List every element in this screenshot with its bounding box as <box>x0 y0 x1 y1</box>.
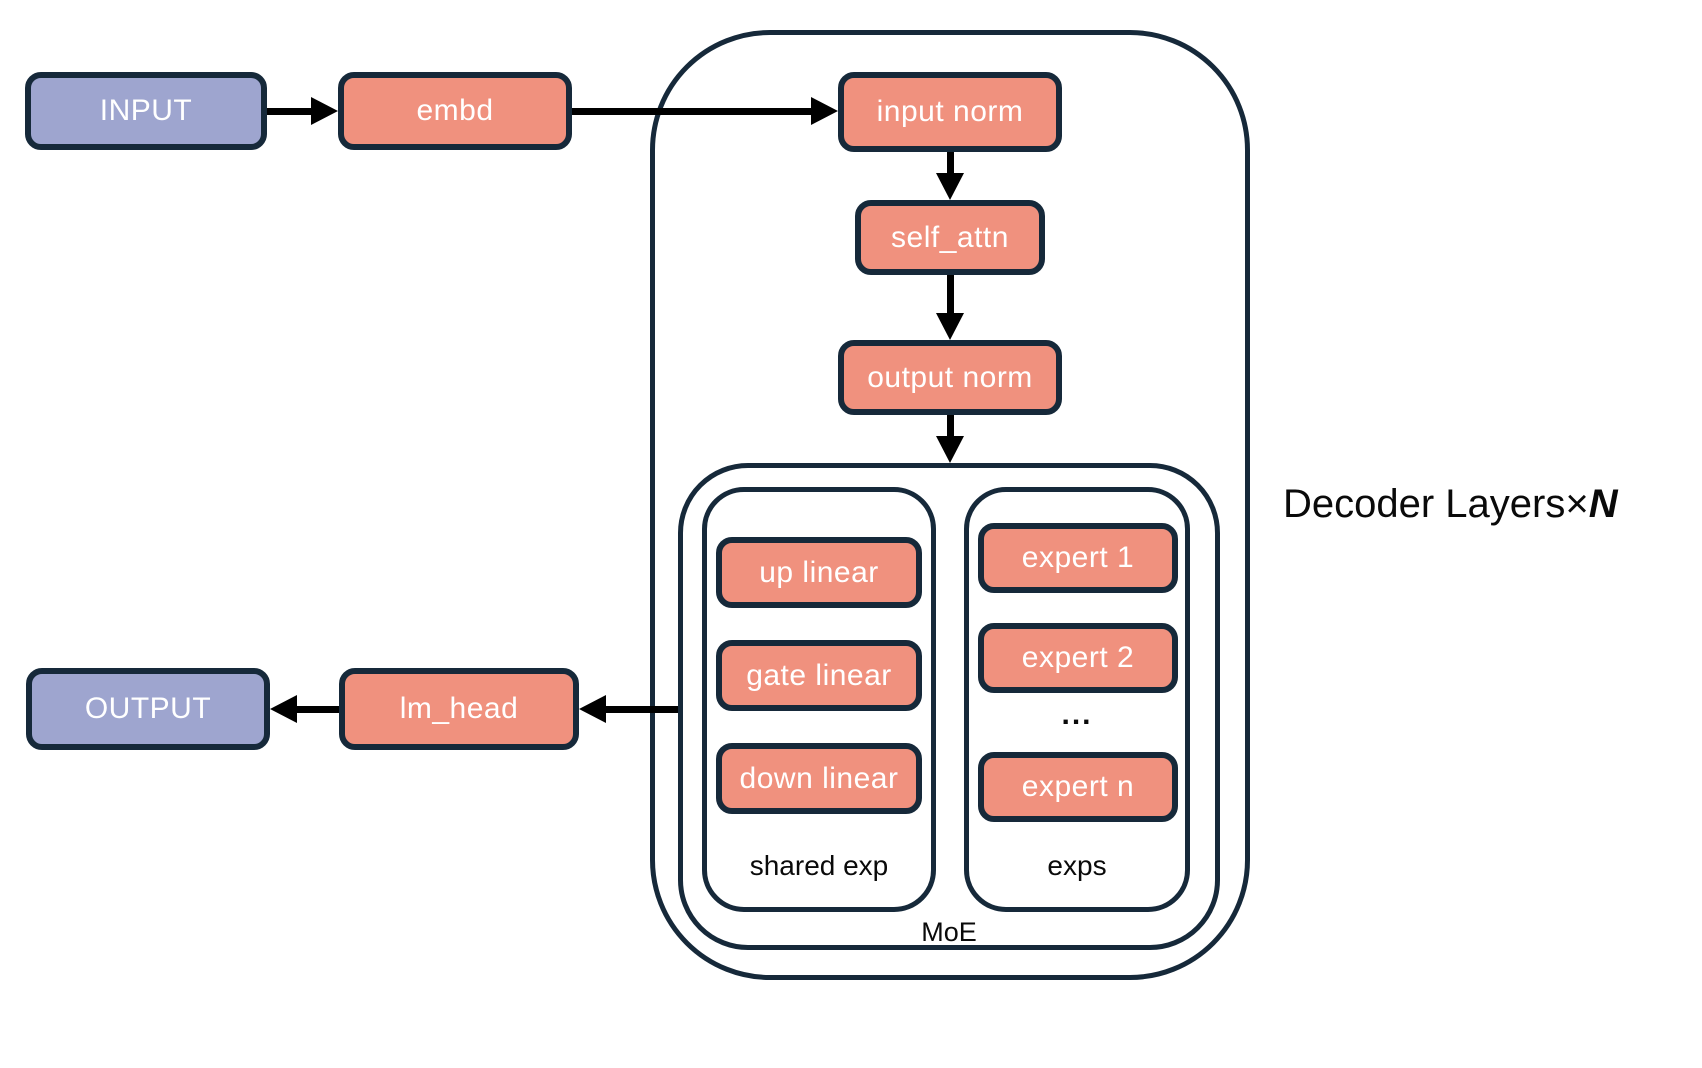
expert-1-node: expert 1 <box>978 523 1178 593</box>
self-attn-node-label: self_attn <box>891 220 1009 254</box>
expert-1-node-label: expert 1 <box>1021 541 1135 574</box>
decoder-layers-text: Decoder Layers× <box>1283 482 1589 526</box>
self-attn-node: self_attn <box>855 200 1045 275</box>
moe-label: MoE <box>921 917 977 947</box>
input-node: INPUT <box>25 72 267 150</box>
decoder-layers-container <box>650 30 1250 980</box>
input-norm-node-label: input norm <box>876 95 1024 128</box>
output-node-label: OUTPUT <box>84 692 212 725</box>
exps-container <box>964 487 1190 912</box>
expert-n-node: expert n <box>978 752 1178 822</box>
input-norm-node: input norm <box>838 72 1062 152</box>
embd-node: embd <box>338 72 572 150</box>
up-linear-node: up linear <box>716 537 922 608</box>
down-linear-node-label: down linear <box>739 761 899 795</box>
lm-head-node: lm_head <box>339 668 579 750</box>
lm-head-node-label: lm_head <box>399 692 519 725</box>
expert-n-node-label: expert n <box>1021 770 1135 803</box>
expert-2-node-label: expert 2 <box>1021 641 1135 674</box>
expert-2-node: expert 2 <box>978 623 1178 693</box>
decoder-layers-n: N <box>1588 482 1618 526</box>
output-norm-node: output norm <box>838 340 1062 415</box>
input-node-label: INPUT <box>99 94 193 127</box>
output-node: OUTPUT <box>26 668 270 750</box>
gate-linear-node-label: gate linear <box>746 658 892 692</box>
decoder-layers-annotation: Decoder Layers×N <box>1283 482 1618 527</box>
down-linear-node: down linear <box>716 743 922 814</box>
moe-container <box>678 463 1220 950</box>
experts-ellipsis: ... <box>1061 698 1093 731</box>
shared-exp-container <box>702 487 936 912</box>
output-norm-node-label: output norm <box>867 360 1033 394</box>
exps-label: exps <box>1047 850 1107 881</box>
up-linear-node-label: up linear <box>759 555 879 589</box>
gate-linear-node: gate linear <box>716 640 922 711</box>
shared-exp-label: shared exp <box>749 850 889 881</box>
embd-node-label: embd <box>416 94 494 127</box>
